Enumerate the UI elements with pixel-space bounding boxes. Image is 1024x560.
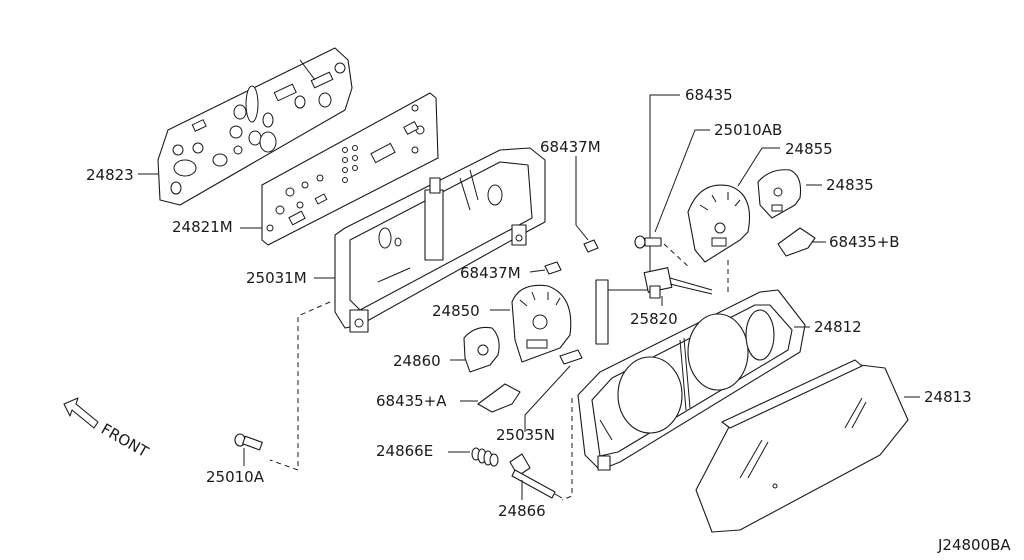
- label-24821M: 24821M: [172, 218, 233, 236]
- part-68437M-mid: [544, 261, 562, 275]
- part-24860-gauge: [463, 326, 500, 373]
- part-24813-lens: [695, 359, 909, 533]
- label-24835: 24835: [826, 176, 874, 194]
- label-24823: 24823: [86, 166, 134, 184]
- label-68435: 68435: [685, 86, 733, 104]
- label-24866: 24866: [498, 502, 546, 520]
- part-24835-gauge: [757, 169, 802, 219]
- label-24860: 24860: [393, 352, 441, 370]
- leader-24855: [737, 147, 780, 187]
- diagram-code: J24800BA: [937, 536, 1011, 554]
- label-24850: 24850: [432, 302, 480, 320]
- part-24866-knob: [509, 453, 563, 499]
- part-68435B-plate: [777, 227, 816, 257]
- label-25035N: 25035N: [496, 426, 555, 444]
- leader-68437M-top: [575, 156, 589, 241]
- part-25010A-screw: [234, 433, 263, 451]
- label-24813: 24813: [924, 388, 972, 406]
- label-68437M-mid: 68437M: [460, 264, 521, 282]
- label-24866E: 24866E: [376, 442, 433, 460]
- label-68437M-top: 68437M: [540, 138, 601, 156]
- leader-25010AB: [654, 129, 710, 233]
- label-24812: 24812: [814, 318, 862, 336]
- label-68435B: 68435+B: [829, 233, 900, 251]
- part-25035N-piece: [559, 349, 583, 365]
- part-24821M-circuit: [261, 92, 439, 246]
- front-label: FRONT: [98, 420, 152, 462]
- part-24823-plate: [157, 47, 353, 206]
- label-25031M: 25031M: [246, 269, 307, 287]
- front-arrow-icon: [63, 397, 99, 429]
- part-25820-unit: [643, 267, 713, 299]
- part-24866E-spring: [471, 447, 499, 467]
- part-25031M-housing: [334, 147, 546, 333]
- part-68435-strip: [595, 279, 609, 345]
- dashed-guide-24866: [561, 398, 573, 501]
- leader-68437M-mid: [529, 269, 546, 273]
- dashed-guide-25010A: [269, 301, 331, 471]
- part-25010AB-screw: [634, 235, 662, 249]
- label-24855: 24855: [785, 140, 833, 158]
- leader-68435: [605, 94, 680, 291]
- part-68435A-plate: [477, 383, 521, 413]
- leader-25035N: [524, 365, 571, 432]
- part-68437M-top: [583, 239, 599, 253]
- label-25820: 25820: [630, 310, 678, 328]
- label-25010A: 25010A: [206, 468, 265, 486]
- dashed-guide-25010AB: [663, 243, 691, 269]
- label-25010AB: 25010AB: [714, 121, 782, 139]
- part-24812-case: [577, 289, 806, 471]
- part-24850-speedometer: [511, 284, 572, 363]
- part-24855-gauge: [687, 184, 751, 263]
- label-68435A: 68435+A: [376, 392, 447, 410]
